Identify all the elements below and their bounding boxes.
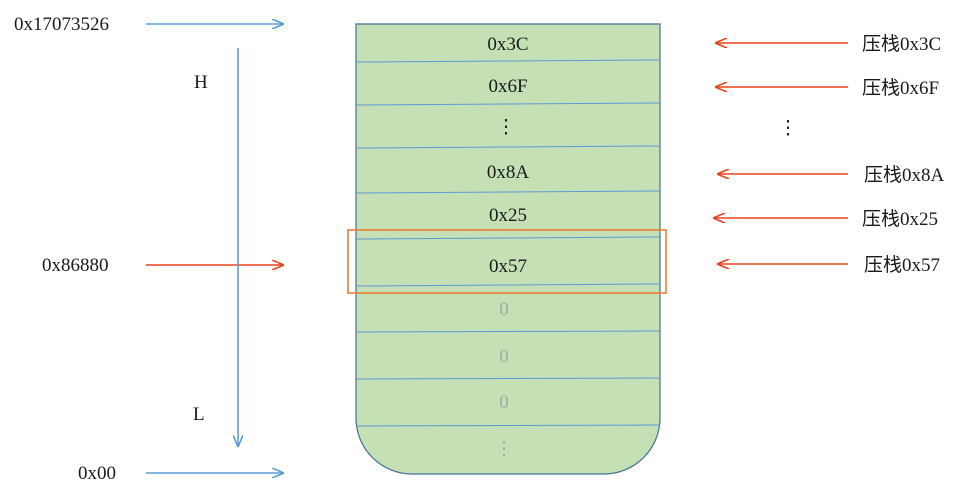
high-label: H	[194, 72, 208, 93]
pointer-address-label: 0x86880	[42, 255, 109, 276]
stack-cell: 0x8A	[487, 162, 530, 183]
push-label: 压栈0x6F	[862, 77, 939, 99]
stack-body	[355, 23, 661, 475]
stack-cell-empty: 0	[499, 299, 509, 320]
stack-cell: 0x25	[489, 205, 527, 226]
push-label-ellipsis: ⋮	[779, 118, 798, 139]
stack-cell-ellipsis: ⋮	[497, 117, 516, 138]
push-label: 压栈0x8A	[864, 164, 945, 186]
stack-cells: 0x3C 0x6F ⋮ 0x8A 0x25 0x57 0 0 0 ⋮	[487, 34, 530, 460]
push-label: 压栈0x57	[864, 254, 940, 276]
top-address-label: 0x17073526	[14, 14, 109, 35]
stack-cell-empty: 0	[499, 346, 509, 367]
bottom-address-label: 0x00	[78, 463, 116, 484]
stack-cell-empty-ellipsis: ⋮	[495, 439, 514, 460]
stack-cell-current: 0x57	[489, 256, 527, 277]
stack-cell-empty: 0	[499, 392, 509, 413]
push-label: 压栈0x3C	[862, 33, 941, 55]
stack-cell: 0x3C	[487, 34, 528, 55]
current-cell-highlight	[347, 229, 667, 294]
stack-dividers	[355, 59, 661, 427]
push-label: 压栈0x25	[862, 208, 938, 230]
low-label: L	[193, 404, 205, 425]
stack-cell: 0x6F	[488, 76, 527, 97]
push-arrows	[714, 43, 848, 264]
